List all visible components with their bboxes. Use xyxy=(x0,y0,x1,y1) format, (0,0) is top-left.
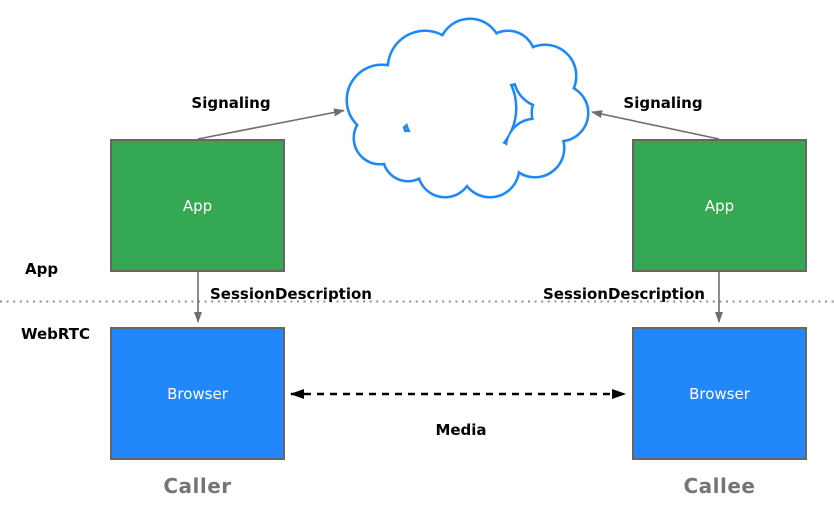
session-description-label-caller: SessionDescription xyxy=(210,285,372,303)
browser-box-callee: Browser xyxy=(632,327,807,460)
endpoint-label-caller: Caller xyxy=(163,474,232,498)
browser-box-caller-label: Browser xyxy=(167,384,228,403)
signaling-arrow-callee xyxy=(591,110,720,140)
session-description-label-callee: SessionDescription xyxy=(543,285,705,303)
signaling-arrow-caller xyxy=(197,108,345,140)
layer-label-webrtc: WebRTC xyxy=(21,325,91,343)
network-cloud-icon xyxy=(345,17,590,199)
signaling-label-callee: Signaling xyxy=(623,94,703,112)
browser-box-callee-label: Browser xyxy=(689,384,750,403)
app-box-callee: App xyxy=(632,139,807,272)
app-box-caller-label: App xyxy=(182,196,213,215)
endpoint-label-callee: Callee xyxy=(683,474,756,498)
layer-label-app: App xyxy=(25,260,59,278)
signaling-label-caller: Signaling xyxy=(191,94,271,112)
app-box-caller: App xyxy=(110,139,285,272)
app-box-callee-label: App xyxy=(704,196,735,215)
media-label: Media xyxy=(435,421,487,439)
browser-box-caller: Browser xyxy=(110,327,285,460)
